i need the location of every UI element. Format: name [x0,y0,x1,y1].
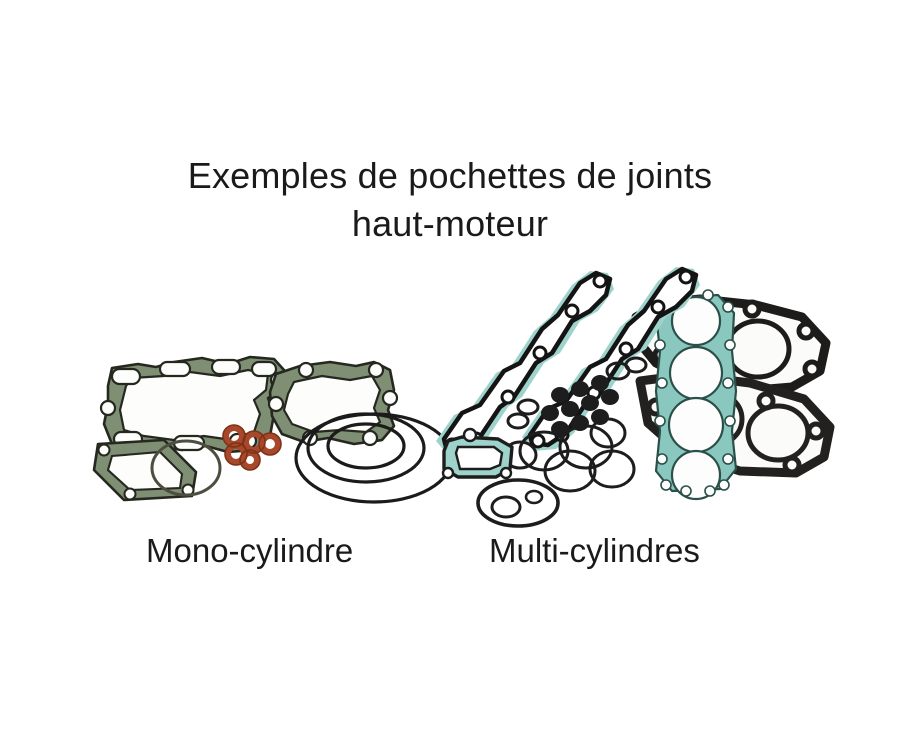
cylinder-head-gasket [267,360,399,447]
oval-gasket [476,478,560,528]
mono-cylinder-illustration [78,340,458,520]
teal-head-gasket [654,289,738,501]
mono-cylinder-caption: Mono-cylindre [146,532,354,569]
cylinder-base-gasket [99,355,287,454]
small-rectangular-gasket [441,427,514,480]
small-o-ring [150,439,222,497]
page-title-line-2: haut-moteur [351,203,549,244]
page-title-line-1: Exemples de pochettes de joints [187,155,713,196]
copper-washers [222,424,282,471]
multi-cylinder-caption: Multi-cylindres [489,532,700,569]
valve-stem-seals [506,356,648,437]
multi-cylinder-illustration [400,255,900,528]
valve-cover-gasket-left [436,270,614,455]
page-title: Exemples de pochettes de joints haut-mot… [0,152,900,248]
